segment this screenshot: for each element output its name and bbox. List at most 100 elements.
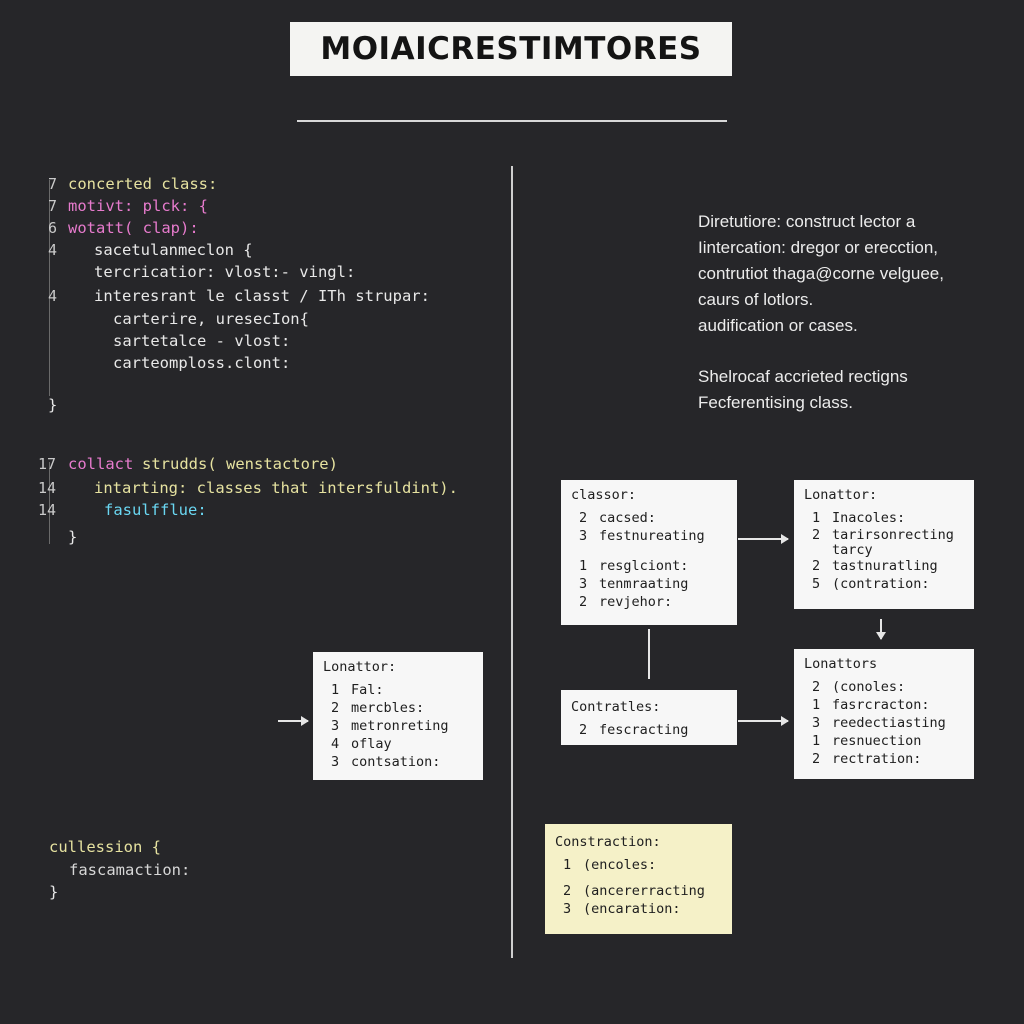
code-line: fasulfflue: [104,501,207,519]
code-line: } [68,528,78,546]
code-line: strudds( wenstactore) [142,455,338,473]
description-line: contrutiot thaga@corne velguee, [698,264,944,283]
row-number: 2 [812,558,821,574]
code-line: carterire, uresecIon{ [113,310,309,328]
code-line: intarting: classes that intersfuldint). [94,479,458,497]
code-line: interesrant le classt / ITh strupar: [94,287,430,305]
box-row: 3(encaration: [555,900,722,918]
row-spacer [571,545,727,557]
arrow-right-icon [278,716,309,726]
row-label: oflay [351,736,392,752]
row-label: tastnuratling [832,558,938,574]
row-label: tarcy [832,542,873,558]
code-line: } [49,883,59,901]
row-number: 3 [812,715,821,731]
box-row: 2 fescracting [571,721,727,739]
box-header: Constraction: [555,834,661,850]
row-number: 2 [812,527,821,543]
title-banner: MOIAICRESTIMTORES [290,22,732,76]
code-line: motivt: plck: { [68,197,208,215]
row-number: 2 [812,751,821,767]
line-number: 17 [38,455,57,473]
row-label: resnuection [832,733,922,749]
code-keyword: collact [68,455,134,473]
lonattor-top-box: Lonattor: 1 Inacoles: 2 tarirsonrecting ta… [794,480,974,609]
row-number: 3 [579,576,588,592]
box-row: tarcy [804,543,964,557]
row-number: 1 [563,857,572,873]
row-number: 5 [812,576,821,592]
row-label: Inacoles: [832,510,906,526]
row-label: cacsed: [599,510,656,526]
box-row: 2 rectration: [804,750,964,768]
row-number: 3 [563,901,572,917]
arrow-right-icon [738,716,789,726]
row-label: contsation: [351,754,441,770]
box-row: 1 (encoles: [555,856,722,874]
row-number: 3 [331,718,340,734]
row-label: rectration: [832,751,922,767]
row-label: (encoles: [583,857,657,873]
row-label: tarirsonrecting [832,527,954,543]
row-number: 2 [331,700,340,716]
row-label: resglciont: [599,558,689,574]
arrow-right-icon [738,534,789,544]
box-row: 5(contration: [804,575,964,593]
line-number: 4 [48,287,58,305]
box-row: 2 mercbles: [323,699,473,717]
row-number: 4 [331,736,340,752]
description-line: caurs of lotlors. [698,290,814,309]
box-row: 1 fasrcracton: [804,696,964,714]
box-header: Lonattor: [804,487,878,503]
box-header: Lonattors [804,656,878,672]
row-label: fescracting [599,722,689,738]
code-line: tercricatior: vlost:- vingl: [94,263,356,281]
code-line: } [48,396,58,414]
box-header: classor: [571,487,637,503]
row-number: 2 [579,510,588,526]
row-number: 2 [563,883,572,899]
row-number: 1 [812,697,821,713]
code-line: carteomploss.clont: [113,354,291,372]
box-row: 2 (conoles: [804,678,964,696]
row-label: metronreting [351,718,449,734]
description-line: Iintercation: dregor or erecction, [698,238,939,257]
code-gutter [49,180,50,396]
code-line: cullession { [49,838,161,856]
center-divider [511,166,513,958]
row-label: tenmraating [599,576,689,592]
box-row: 3 metronreting [323,717,473,735]
code-line: sacetulanmeclon { [94,241,253,259]
box-header: Lonattor: [323,659,397,675]
line-number: 4 [48,241,58,259]
box-row: 4 oflay [323,735,473,753]
row-number: 3 [579,528,588,544]
code-gutter [49,462,50,544]
code-line: fascamaction: [69,861,191,879]
box-row: 2(ancererracting [555,882,722,900]
row-label: (conoles: [832,679,906,695]
row-number: 2 [812,679,821,695]
row-label: fasrcracton: [832,697,930,713]
row-number: 1 [579,558,588,574]
code-line: concerted class: [68,175,218,193]
row-label: revjehor: [599,594,673,610]
title-underline [297,120,727,122]
line-number: 7 [48,197,58,215]
arrow-down-icon [876,619,886,640]
vertical-connector [648,629,650,679]
line-number: 14 [38,479,57,497]
description-line: Fecferentising class. [698,393,853,412]
row-number: 1 [812,510,821,526]
row-number: 2 [579,722,588,738]
row-label: mercbles: [351,700,425,716]
